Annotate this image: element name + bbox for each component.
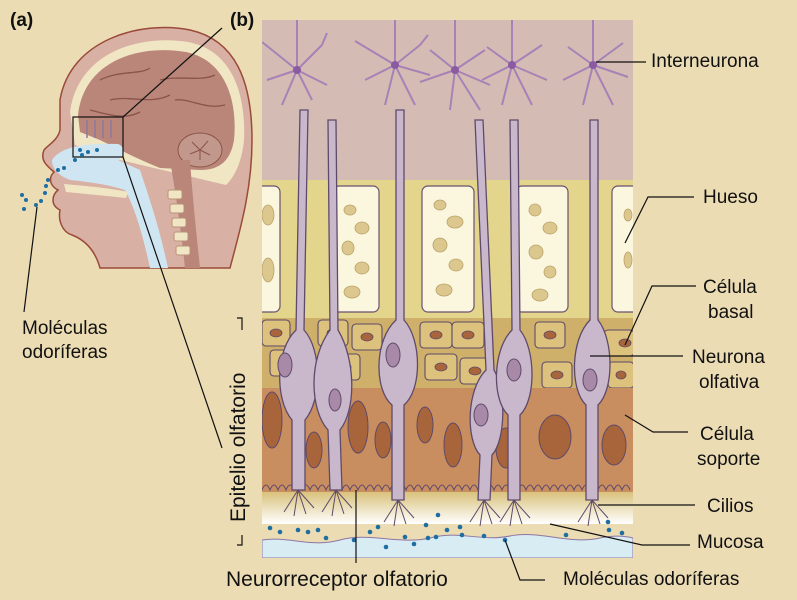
- leader-moleculas-bottom: [504, 539, 545, 581]
- vertebrae: [167, 189, 191, 256]
- leader-celula-soporte: [624, 414, 688, 433]
- label-neurorreceptor: Neurorreceptor olfatorio: [226, 568, 448, 591]
- leader-line-molecules-left: [23, 206, 38, 313]
- nasal-cavity: [52, 143, 168, 268]
- panel-b-tag: (b): [230, 10, 255, 31]
- label-moleculas-left-1: Moléculas: [22, 318, 108, 339]
- label-hueso: Hueso: [703, 187, 758, 208]
- label-celula-basal-2: basal: [708, 302, 754, 323]
- label-celula-basal-1: Célula: [703, 277, 757, 298]
- olfactory-bulb-neurons: [86, 120, 112, 138]
- leader-celula-basal: [624, 285, 696, 346]
- cilia-zone: [262, 492, 633, 524]
- label-interneurona: Interneurona: [651, 51, 759, 72]
- panel-a-tag: (a): [10, 10, 34, 31]
- interneuron-somas: [293, 61, 597, 74]
- epitelio-bracket-top: [237, 317, 243, 330]
- head-illustration: [20, 26, 253, 449]
- molecules-mucus: [267, 512, 625, 550]
- label-leader-lines: [237, 61, 696, 581]
- label-cilios: Cilios: [707, 496, 754, 517]
- palate: [64, 184, 128, 198]
- leader-hueso: [624, 196, 694, 244]
- cilia: [283, 489, 609, 527]
- label-epitelio-olfatorio: Epitelio olfatorio: [227, 372, 250, 522]
- microvilli: [262, 484, 631, 492]
- label-moleculas-bottom: Moléculas odoríferas: [563, 569, 740, 590]
- label-celula-soporte-1: Célula: [700, 424, 754, 445]
- zoom-box: [72, 116, 124, 158]
- leader-mucosa: [549, 523, 690, 546]
- mucus-layer: [262, 534, 633, 558]
- brainstem: [170, 160, 200, 268]
- epitelio-bracket-bottom: [237, 535, 243, 546]
- label-mucosa: Mucosa: [697, 532, 764, 553]
- label-neurona-olfativa-2: olfativa: [699, 372, 760, 393]
- molecules-nose: [20, 148, 99, 211]
- leader-line-epitelio: [122, 156, 223, 449]
- support-cell-nuclei: [262, 391, 627, 469]
- brain-folds: [89, 67, 226, 117]
- leader-line-b: [122, 27, 223, 118]
- neuron-nuclei: [277, 342, 598, 427]
- bone-trabeculae: [262, 199, 633, 302]
- brain-region: [262, 20, 633, 180]
- interneurons: [262, 20, 629, 111]
- label-neurona-olfativa-1: Neurona: [692, 347, 765, 368]
- epithelium-panel: [262, 20, 633, 558]
- label-moleculas-left-2: odoríferas: [22, 342, 108, 363]
- label-celula-soporte-2: soporte: [697, 449, 761, 470]
